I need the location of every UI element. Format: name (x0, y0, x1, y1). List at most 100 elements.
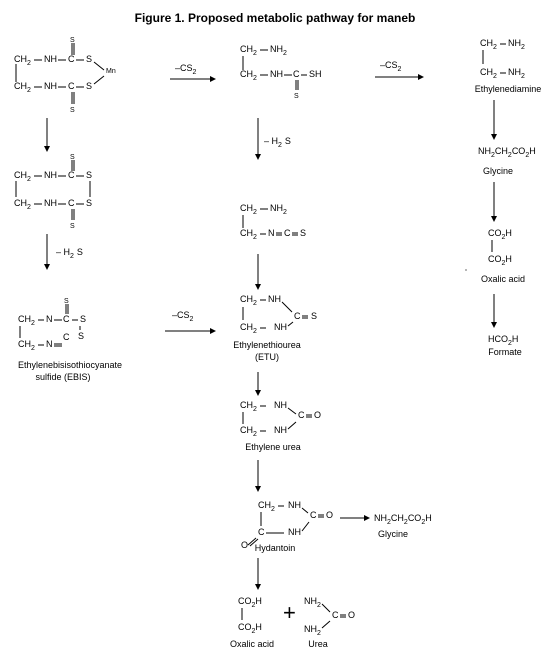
svg-text:C: C (68, 170, 75, 180)
svg-text:CH2: CH2 (240, 69, 257, 82)
svg-text:NH: NH (268, 294, 281, 304)
arrow-cs2-1: –CS2 (170, 63, 216, 82)
svg-text:C: C (63, 314, 70, 324)
svg-text:O: O (314, 410, 321, 420)
svg-text:CH2: CH2 (258, 500, 275, 513)
svg-text:S: S (86, 81, 92, 91)
svg-text:NH2: NH2 (270, 203, 287, 216)
ethylene-urea-label: Ethylene urea (245, 442, 301, 452)
svg-text:S: S (64, 298, 69, 305)
svg-text:– H2S: – H2S (56, 247, 83, 260)
svg-text:CO2H: CO2H (238, 596, 262, 609)
svg-text:NH2: NH2 (270, 44, 287, 57)
svg-text:S: S (86, 198, 92, 208)
svg-text:S: S (294, 93, 299, 100)
svg-text:NH: NH (288, 527, 301, 537)
svg-text:S: S (80, 314, 86, 324)
cyclic-thiuram-intermediate: CH2 NH C S S CH2 NH C S S (14, 154, 92, 230)
svg-text:NH: NH (44, 81, 57, 91)
svg-text:O: O (326, 510, 333, 520)
hydantoin-label: Hydantoin (255, 543, 296, 553)
ethylenediamine-structure: CH2 NH2 CH2 NH2 (480, 38, 525, 80)
svg-text:NH: NH (44, 54, 57, 64)
svg-text:NH2: NH2 (304, 596, 321, 609)
svg-text:CH2: CH2 (240, 203, 257, 216)
svg-text:CH2: CH2 (480, 38, 497, 51)
plus-sign: + (283, 600, 296, 625)
svg-text:N: N (46, 339, 53, 349)
arrow-cs2-3: –CS2 (165, 310, 216, 334)
etu-structure: CH2 NH C S CH2 NH (240, 294, 317, 335)
maneb-ch2-top: CH2 (14, 54, 31, 67)
svg-text:S: S (70, 223, 75, 230)
etu-label-line2: (ETU) (255, 352, 279, 362)
svg-text:S: S (70, 154, 75, 161)
glycine-formula-2: NH2CH2CO2H (374, 513, 432, 526)
svg-text:NH: NH (270, 69, 283, 79)
svg-text:C: C (294, 311, 301, 321)
svg-text:C: C (68, 54, 75, 64)
dithiocarbamate-intermediate: CH2 NH2 CH2 NH C S SH (240, 44, 322, 100)
svg-text:CH2: CH2 (18, 339, 35, 352)
svg-text:NH: NH (44, 170, 57, 180)
svg-text:CH2: CH2 (240, 322, 257, 335)
svg-text:S: S (78, 331, 84, 341)
svg-text:C: C (258, 527, 265, 537)
svg-text:S: S (311, 311, 317, 321)
maneb-structure: CH2 NH C S S Mn CH2 NH C S S (14, 37, 116, 114)
svg-text:SH: SH (309, 69, 322, 79)
svg-text:CH2: CH2 (240, 294, 257, 307)
formate-label: Formate (488, 347, 522, 357)
svg-text:–CS2: –CS2 (172, 310, 194, 323)
svg-text:O: O (241, 540, 248, 550)
svg-text:CH2: CH2 (18, 314, 35, 327)
ebis-label-line2: sulfide (EBIS) (35, 372, 90, 382)
svg-text:C: C (63, 332, 70, 342)
svg-text:CO2H: CO2H (488, 254, 512, 267)
glycine-label-2: Glycine (378, 529, 408, 539)
svg-text:N: N (268, 228, 275, 238)
hydantoin-structure: CH2 NH C O C NH O (241, 500, 333, 550)
ebis-structure: CH2 N C S S CH2 N C S (18, 298, 86, 352)
svg-text:CO2H: CO2H (238, 622, 262, 635)
svg-text:NH: NH (288, 500, 301, 510)
svg-text:S: S (70, 37, 75, 44)
svg-text:O: O (348, 610, 355, 620)
oxalic-acid-label-right: Oxalic acid (481, 274, 525, 284)
svg-text:C: C (310, 510, 317, 520)
urea-label: Urea (308, 639, 328, 649)
svg-text:NH: NH (274, 425, 287, 435)
svg-text:C: C (68, 198, 75, 208)
ethylenediamine-label: Ethylenediamine (475, 84, 542, 94)
svg-text:CH2: CH2 (240, 228, 257, 241)
formate-formula: HCO2H (488, 334, 518, 347)
arrow-cs2-2: –CS2 (375, 60, 424, 80)
svg-text:S: S (86, 170, 92, 180)
svg-text:C: C (298, 410, 305, 420)
etu-label-line1: Ethylenethiourea (233, 340, 301, 350)
svg-text:NH2: NH2 (508, 38, 525, 51)
svg-text:CH2: CH2 (14, 170, 31, 183)
svg-text:–CS2: –CS2 (175, 63, 197, 76)
ebis-label-line1: Ethylenebisisothiocyanate (18, 360, 122, 370)
svg-text:C: C (68, 81, 75, 91)
svg-text:NH: NH (274, 322, 287, 332)
svg-text:S: S (86, 54, 92, 64)
svg-text:CH2: CH2 (480, 67, 497, 80)
svg-text:CH2: CH2 (240, 425, 257, 438)
svg-text:C: C (284, 228, 291, 238)
urea-structure: NH2 C O NH2 (304, 596, 355, 637)
svg-text:CO2H: CO2H (488, 228, 512, 241)
svg-text:S: S (70, 107, 75, 114)
svg-text:–CS2: –CS2 (380, 60, 402, 73)
svg-text:CH2: CH2 (240, 400, 257, 413)
svg-text:NH: NH (274, 400, 287, 410)
oxalic-acid-label-bottom: Oxalic acid (230, 639, 274, 649)
svg-text:C: C (332, 610, 339, 620)
oxalic-acid-structure-bottom: CO2H CO2H (238, 596, 262, 635)
ethylene-urea-structure: CH2 NH C O CH2 NH (240, 400, 321, 438)
